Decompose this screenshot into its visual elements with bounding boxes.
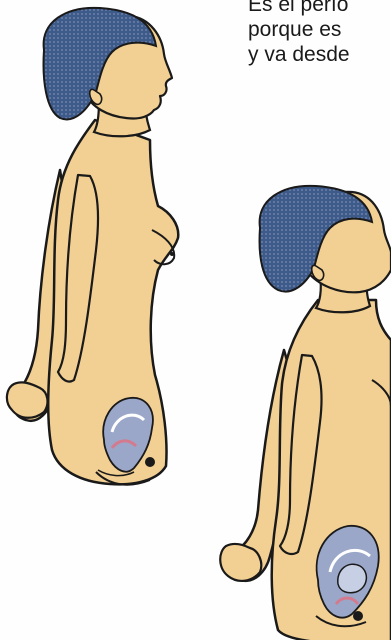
nipple <box>170 252 174 256</box>
woman-figure-larger-uterus <box>220 186 391 640</box>
pelvic-mark <box>353 611 363 621</box>
fetus <box>338 564 367 592</box>
hand <box>220 544 261 581</box>
pelvic-mark <box>145 457 155 467</box>
woman-figure-small-uterus <box>7 8 178 485</box>
hand <box>7 382 48 417</box>
